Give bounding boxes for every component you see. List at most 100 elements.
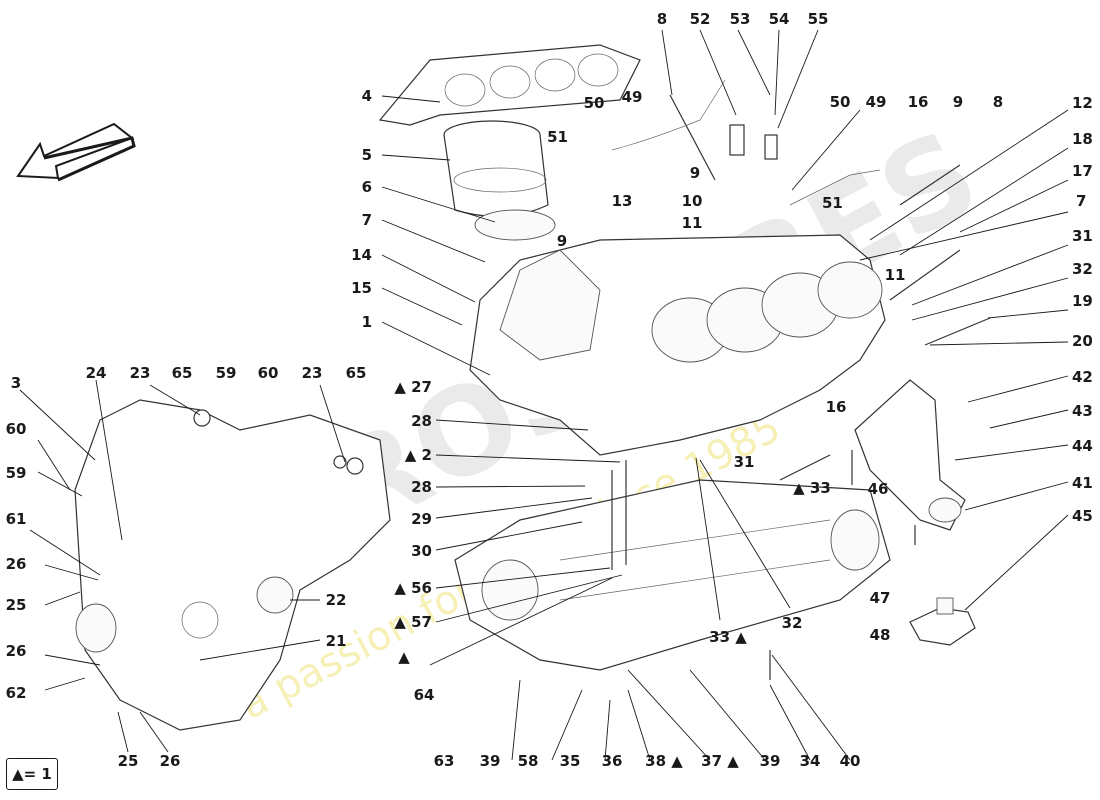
callout-43: 43 — [1072, 402, 1093, 420]
callout-23: 23 — [130, 364, 151, 382]
callout-62: 62 — [6, 684, 27, 702]
callout-61: 61 — [6, 510, 27, 528]
callout-45: 45 — [1072, 507, 1093, 525]
callout-38: 38 ▲ — [645, 752, 683, 770]
callout-16: 16 — [826, 398, 847, 416]
callout-60: 60 — [258, 364, 279, 382]
timing-cover — [74, 399, 391, 731]
callout-8: 8 — [993, 93, 1003, 111]
studs-and-bolts — [611, 94, 991, 680]
callout-17: 17 — [1072, 162, 1093, 180]
callout-39: 39 — [480, 752, 501, 770]
callout-36: 36 — [602, 752, 623, 770]
cylinder-liner — [443, 120, 556, 241]
callout-33: ▲ 33 — [793, 479, 831, 497]
callout-26: 26 — [160, 752, 181, 770]
legend-quantity-key: ▲= 1 — [6, 758, 58, 790]
callout-41: 41 — [1072, 474, 1093, 492]
callout-4: 4 — [362, 87, 372, 105]
callout-59: 59 — [216, 364, 237, 382]
callout-12: 12 — [1072, 94, 1093, 112]
callout-18: 18 — [1072, 130, 1093, 148]
callout-15: 15 — [351, 279, 372, 297]
callout-2: ▲ 2 — [405, 446, 432, 464]
callout-30: 30 — [411, 542, 432, 560]
callout-22: 22 — [326, 591, 347, 609]
callout-60: 60 — [6, 420, 27, 438]
callout-50: 50 — [584, 94, 605, 112]
callout-26: 26 — [6, 555, 27, 573]
callout-53: 53 — [730, 10, 751, 28]
callout-24: 24 — [86, 364, 107, 382]
callout-55: 55 — [808, 10, 829, 28]
engine-mount — [909, 597, 976, 646]
callout-26: 26 — [6, 642, 27, 660]
callout-29: 29 — [411, 510, 432, 528]
callout-10: 10 — [682, 192, 703, 210]
callout-46: 46 — [868, 480, 889, 498]
callout-59: 59 — [6, 464, 27, 482]
callout-23: 23 — [302, 364, 323, 382]
callout-25: 25 — [6, 596, 27, 614]
callout-65: 65 — [172, 364, 193, 382]
callout-6: 6 — [362, 178, 372, 196]
engine-mount-bracket — [854, 379, 966, 531]
callout-9: 9 — [557, 232, 567, 250]
callout-16: 16 — [908, 93, 929, 111]
callout-32: 32 — [782, 614, 803, 632]
callout-42: 42 — [1072, 368, 1093, 386]
callout-7: 7 — [362, 211, 372, 229]
callout-51: 51 — [547, 128, 568, 146]
callout-49: 49 — [866, 93, 887, 111]
callout-31: 31 — [1072, 227, 1093, 245]
callout-20: 20 — [1072, 332, 1093, 350]
callout-44: 44 — [1072, 437, 1093, 455]
callout-14: 14 — [351, 246, 372, 264]
callout-28: 28 — [411, 412, 432, 430]
callout-65: 65 — [346, 364, 367, 382]
callout-11: 11 — [885, 266, 906, 284]
engine-block — [469, 234, 886, 456]
front-direction-arrow-icon — [16, 122, 136, 182]
callout-54: 54 — [769, 10, 790, 28]
callout-48: 48 — [870, 626, 891, 644]
callout-27: ▲ 27 — [394, 378, 432, 396]
callout-13: 13 — [612, 192, 633, 210]
callout-34: 34 — [800, 752, 821, 770]
callout-52: 52 — [690, 10, 711, 28]
callout-39: 39 — [760, 752, 781, 770]
callout-50: 50 — [830, 93, 851, 111]
callout-25: 25 — [118, 752, 139, 770]
callout-32: 32 — [1072, 260, 1093, 278]
callout-28: 28 — [411, 478, 432, 496]
callout-9: 9 — [690, 164, 700, 182]
callout-49: 49 — [622, 88, 643, 106]
callout-47: 47 — [870, 589, 891, 607]
callout-11: 11 — [682, 214, 703, 232]
callout-labels: 4 5 6 7 14 15 1 8 52 53 54 55 50 49 51 9… — [6, 10, 1093, 770]
callout-35: 35 — [560, 752, 581, 770]
callout-33: 33 ▲ — [709, 628, 747, 646]
callout-64: 64 — [414, 686, 435, 704]
callout-3: 3 — [11, 374, 21, 392]
callout-9: 9 — [953, 93, 963, 111]
callout-8: 8 — [657, 10, 667, 28]
callout-63: 63 — [434, 752, 455, 770]
callout-58: 58 — [518, 752, 539, 770]
sensors — [611, 79, 881, 206]
callout-triangle: ▲ — [398, 648, 410, 666]
callout-56: ▲ 56 — [394, 579, 432, 597]
callout-57: ▲ 57 — [394, 613, 432, 631]
head-gasket — [378, 44, 641, 126]
lower-crankcase — [454, 479, 891, 671]
callout-40: 40 — [840, 752, 861, 770]
callout-21: 21 — [326, 632, 347, 650]
callout-1: 1 — [362, 313, 372, 331]
callout-5: 5 — [362, 146, 372, 164]
callout-7: 7 — [1076, 192, 1086, 210]
callout-31: 31 — [734, 453, 755, 471]
callout-37: 37 ▲ — [701, 752, 739, 770]
callout-51: 51 — [822, 194, 843, 212]
